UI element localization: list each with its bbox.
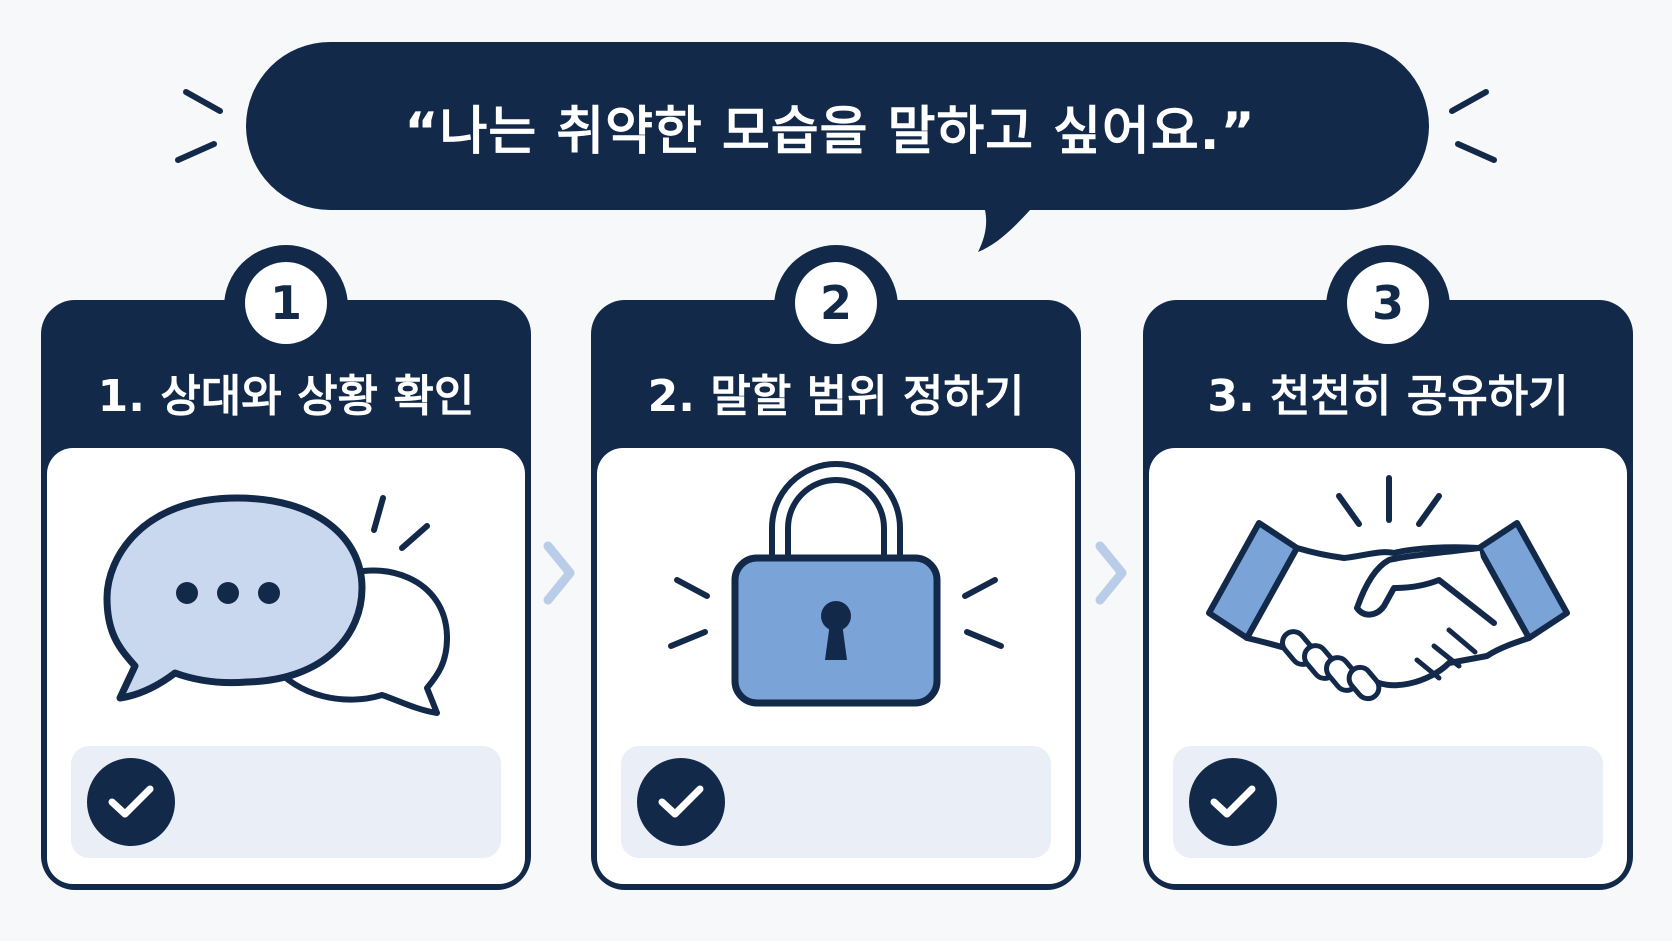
step-card-2: 2 2. 말할 범위 정하기 — [591, 245, 1081, 890]
step-card-1: 1 1. 상대와 상황 확인 — [41, 245, 531, 890]
emphasis-lines-right-icon — [1449, 89, 1497, 163]
checkbox-panel[interactable] — [71, 746, 501, 858]
step-card-body — [597, 448, 1075, 884]
check-icon — [87, 758, 175, 846]
chevron-right-icon — [543, 541, 575, 605]
step-card-body — [47, 448, 525, 884]
header-quote: “나는 취약한 모습을 말하고 싶어요.” — [404, 101, 1256, 162]
handshake-icon — [1206, 475, 1570, 702]
padlock-icon — [668, 461, 1004, 707]
chevron-right-icon — [1095, 541, 1127, 605]
check-icon — [1189, 758, 1277, 846]
step-number-badge: 3 — [1347, 262, 1429, 344]
checkbox-panel[interactable] — [1173, 746, 1603, 858]
emphasis-lines-left-icon — [175, 89, 223, 163]
checkbox-panel[interactable] — [621, 746, 1051, 858]
step-title: 3. 천천히 공유하기 — [1207, 371, 1569, 422]
speech-bubble — [175, 42, 1497, 252]
check-icon — [637, 758, 725, 846]
step-card-body — [1149, 448, 1627, 884]
step-title: 2. 말할 범위 정하기 — [647, 371, 1025, 422]
speech-bubbles-icon — [103, 494, 450, 716]
step-number-badge: 1 — [245, 262, 327, 344]
step-number-badge: 2 — [795, 262, 877, 344]
step-card-3: 3 3. 천천히 공유하기 — [1143, 245, 1633, 890]
step-title: 1. 상대와 상황 확인 — [97, 371, 475, 422]
